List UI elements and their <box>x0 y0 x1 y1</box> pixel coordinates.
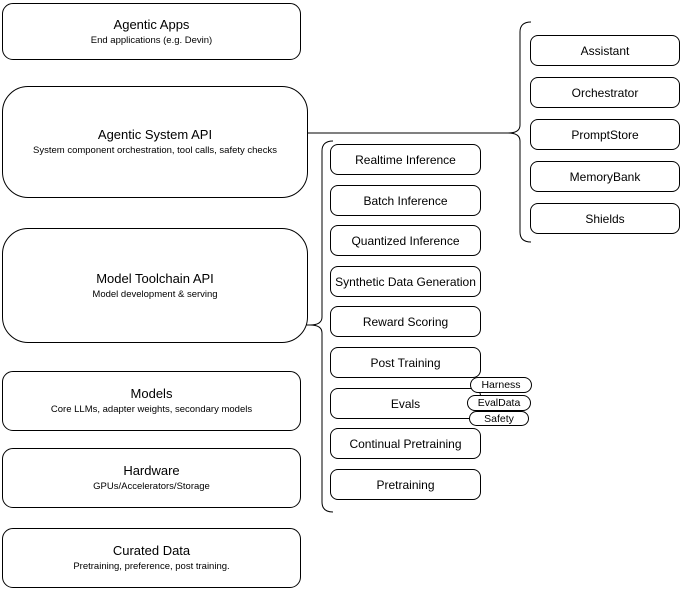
node-synthetic-data-generation: Synthetic Data Generation <box>330 266 481 297</box>
box-title: Models <box>130 386 173 401</box>
system-items-brace <box>507 21 532 243</box>
box-subtitle: GPUs/Accelerators/Storage <box>93 481 210 492</box>
tag-safety: Safety <box>469 411 529 426</box>
box-subtitle: System component orchestration, tool cal… <box>33 145 277 156</box>
node-reward-scoring: Reward Scoring <box>330 306 481 337</box>
box-title: Curated Data <box>112 543 191 558</box>
node-post-training: Post Training <box>330 347 481 378</box>
node-pretraining: Pretraining <box>330 469 481 500</box>
box-curated-data: Curated Data Pretraining, preference, po… <box>2 528 301 588</box>
box-agentic-system-api: Agentic System API System component orch… <box>2 86 308 198</box>
node-realtime-inference: Realtime Inference <box>330 144 481 175</box>
node-quantized-inference: Quantized Inference <box>330 225 481 256</box>
box-subtitle: Model development & serving <box>92 288 218 300</box>
box-subtitle: Core LLMs, adapter weights, secondary mo… <box>50 404 253 415</box>
box-title: Agentic System API <box>97 127 213 142</box>
node-promptstore: PromptStore <box>530 119 680 150</box>
toolchain-items-brace <box>309 140 334 513</box>
box-agentic-apps: Agentic Apps End applications (e.g. Devi… <box>2 3 301 60</box>
box-title: Hardware <box>123 463 180 478</box>
box-hardware: Hardware GPUs/Accelerators/Storage <box>2 448 301 508</box>
box-title: Agentic Apps <box>113 16 190 32</box>
box-title: Model Toolchain API <box>96 270 214 286</box>
node-evals: Evals <box>330 388 481 419</box>
node-continual-pretraining: Continual Pretraining <box>330 428 481 459</box>
node-shields: Shields <box>530 203 680 234</box>
box-subtitle: Pretraining, preference, post training. <box>73 561 230 572</box>
node-assistant: Assistant <box>530 35 680 66</box>
tag-harness: Harness <box>470 377 532 393</box>
box-model-toolchain-api: Model Toolchain API Model development & … <box>2 228 308 343</box>
tag-evaldata: EvalData <box>467 395 531 411</box>
node-orchestrator: Orchestrator <box>530 77 680 108</box>
box-subtitle: End applications (e.g. Devin) <box>90 34 213 46</box>
node-batch-inference: Batch Inference <box>330 185 481 216</box>
box-models: Models Core LLMs, adapter weights, secon… <box>2 371 301 431</box>
node-memorybank: MemoryBank <box>530 161 680 192</box>
